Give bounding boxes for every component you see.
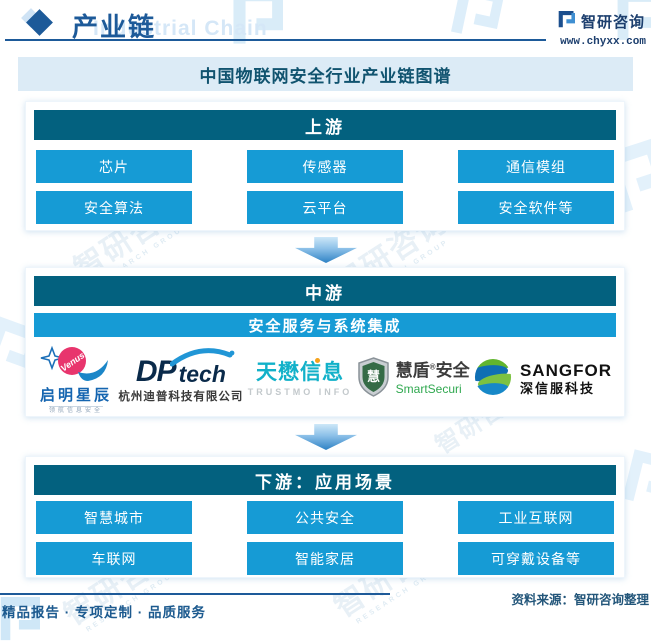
signal-dot-icon [315, 357, 321, 363]
upstream-item: 安全软件等 [458, 191, 614, 224]
logo-trustmo: 天懋信息 TRUSTMO INFO [247, 357, 353, 398]
upstream-item: 通信模组 [458, 150, 614, 183]
down-arrow-icon [295, 237, 357, 263]
logo-smartsecuri: 慧 慧盾®安全 SmartSecuri [357, 356, 470, 402]
company-name: DP [135, 354, 177, 388]
venus-star-icon: Venus [38, 344, 114, 391]
company-slogan: 领航信息安全 [48, 405, 103, 414]
downstream-panel: 下游：应用场景 智慧城市 公共安全 工业互联网 车联网 智能家居 可穿戴设备等 [25, 456, 625, 578]
company-name: SANGFOR [519, 360, 612, 380]
upstream-item: 云平台 [247, 191, 403, 224]
down-arrow-icon [295, 424, 357, 450]
downstream-item: 车联网 [36, 542, 192, 575]
company-subtitle: 杭州迪普科技有限公司 [118, 390, 244, 403]
upstream-item: 芯片 [36, 150, 192, 183]
chart-title: 中国物联网安全行业产业链图谱 [18, 57, 633, 91]
company-subtitle: TRUSTMO INFO [247, 386, 353, 397]
upstream-header: 上游 [34, 110, 616, 140]
svg-text:慧: 慧 [367, 369, 380, 384]
company-name: 慧盾®安全 [395, 361, 470, 381]
downstream-header: 下游：应用场景 [34, 465, 616, 495]
logo-venustech: Venus 启明星辰 领航信息安全 [38, 344, 114, 415]
company-logos-row: Venus 启明星辰 领航信息安全 DP tech 杭州迪普科技有限公司 [38, 342, 612, 416]
downstream-item: 公共安全 [247, 501, 403, 534]
title-watermark: Industrial Chain [93, 17, 268, 40]
logo-sangfor: SANGFOR 深信服科技 [474, 358, 612, 401]
upstream-panel: 上游 芯片 传感器 通信模组 安全算法 云平台 安全软件等 [25, 101, 625, 231]
upstream-grid: 芯片 传感器 通信模组 安全算法 云平台 安全软件等 [36, 150, 614, 224]
footer-divider [0, 593, 390, 595]
page-title: 产业链 [72, 12, 157, 42]
midstream-header: 中游 [34, 276, 616, 306]
website-link[interactable]: www.chyxx.com [560, 36, 646, 48]
downstream-grid: 智慧城市 公共安全 工业互联网 车联网 智能家居 可穿戴设备等 [36, 501, 614, 575]
company-name: 天懋信息 [256, 357, 344, 384]
shield-icon: 慧 [357, 356, 390, 402]
downstream-item: 可穿戴设备等 [458, 542, 614, 575]
data-source: 资料来源：智研咨询整理 [511, 593, 649, 607]
zhiyan-logo-icon [557, 10, 576, 33]
midstream-subheader: 安全服务与系统集成 [34, 313, 616, 337]
watermark-glyph-icon [443, 0, 505, 43]
company-name: 启明星辰 [39, 387, 112, 405]
midstream-panel: 中游 安全服务与系统集成 Venus 启明星辰 领航信息安全 DP tech [25, 267, 625, 417]
upstream-item: 传感器 [247, 150, 403, 183]
header-divider [5, 39, 546, 41]
downstream-item: 智慧城市 [36, 501, 192, 534]
company-subtitle: 深信服科技 [519, 381, 595, 397]
company-subtitle: SmartSecuri [395, 381, 462, 396]
downstream-item: 工业互联网 [458, 501, 614, 534]
footer-tagline: 精品报告 · 专项定制 · 品质服务 [2, 605, 206, 620]
dp-swoosh-icon [169, 347, 236, 372]
downstream-item: 智能家居 [247, 542, 403, 575]
brand-name: 智研咨询 [580, 14, 645, 31]
company-name-2: tech [178, 361, 226, 388]
globe-icon [474, 358, 512, 401]
logo-dptech: DP tech 杭州迪普科技有限公司 [118, 347, 244, 404]
upstream-item: 安全算法 [36, 191, 192, 224]
brand-logo: 智研咨询 [557, 10, 645, 33]
